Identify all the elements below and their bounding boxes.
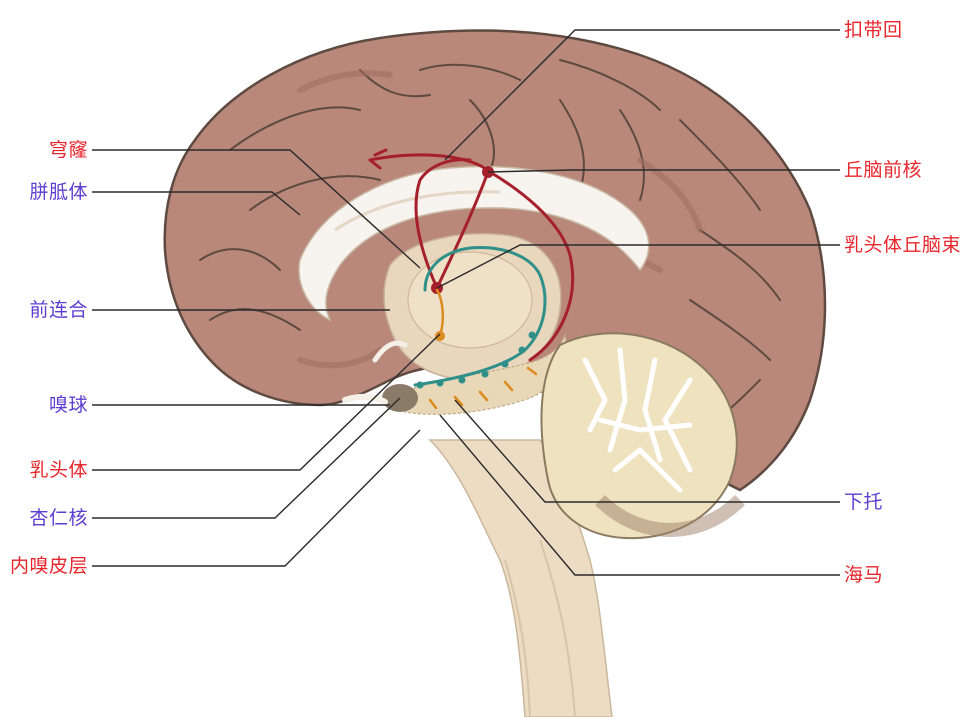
label-cingulate-gyrus: 扣带回 <box>844 19 903 41</box>
hippocampal-region <box>394 332 567 415</box>
label-amygdala: 杏仁核 <box>29 507 88 529</box>
label-anterior-thalamic-nucleus: 丘脑前核 <box>844 159 923 181</box>
label-fornix: 穹窿 <box>48 139 88 161</box>
olfactory-tract <box>342 393 388 405</box>
label-mammillothalamic-tract: 乳头体丘脑束 <box>844 234 962 256</box>
limbic-teal-tract <box>413 245 547 387</box>
cerebellum <box>540 332 745 540</box>
label-entorhinal-cortex: 内嗅皮层 <box>9 555 88 577</box>
limbic-orange-tract <box>428 288 538 410</box>
label-mammillary-body: 乳头体 <box>29 459 88 481</box>
label-corpus-callosum: 胼胝体 <box>29 181 88 203</box>
label-subiculum: 下托 <box>844 491 884 513</box>
leader-lines <box>92 29 840 576</box>
label-olfactory-bulb: 嗅球 <box>48 394 88 416</box>
label-hippocampus: 海马 <box>844 564 884 586</box>
limbic-red-tract <box>368 148 575 362</box>
label-anterior-commissure: 前连合 <box>29 299 88 321</box>
